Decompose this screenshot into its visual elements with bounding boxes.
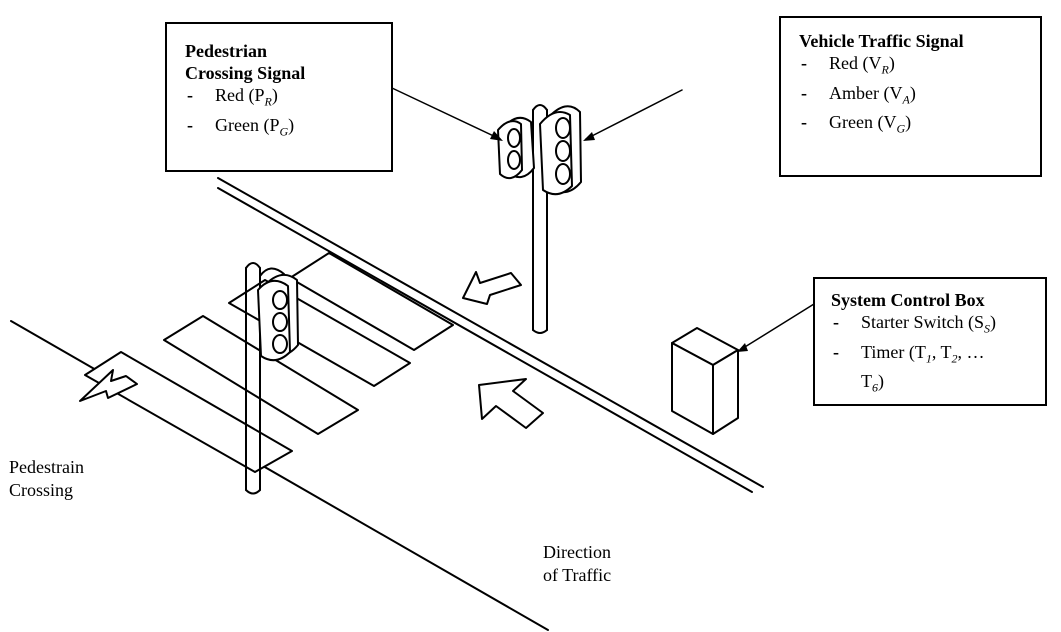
pedestrian-signal-title-line1: Pedestrian: [185, 41, 267, 61]
crosswalk-stripe-4: [84, 351, 293, 473]
direction-label-line1: Direction: [543, 542, 611, 562]
control-cabinet: [671, 327, 739, 435]
leader-arrowhead-vehicle: [583, 132, 595, 141]
traffic-direction-arrow: [478, 378, 544, 429]
direction-of-traffic-label: Direction of Traffic: [543, 541, 611, 587]
pedestrian-signal-box: Pedestrian Crossing Signal -Red (PR) -Gr…: [165, 22, 393, 172]
pedestrian-signal-title-line2: Crossing Signal: [185, 63, 306, 83]
bullet-dash: -: [833, 341, 839, 362]
far-vehicle-signal-head: [539, 105, 582, 196]
list-item-timer: -Timer (T1, T2, …: [831, 341, 1045, 371]
list-item-veh-amber: -Amber (VA): [799, 82, 1040, 112]
pedestrian-signal-list: -Red (PR) -Green (PG): [185, 84, 391, 143]
vehicle-signal-box: Vehicle Traffic Signal -Red (VR) -Amber …: [779, 16, 1042, 177]
road-arrow-far: [462, 271, 522, 305]
pedestrian-crossing-label-line1: Pedestrain: [9, 457, 84, 477]
list-item-timer-continued: T6): [861, 371, 884, 395]
control-box-list: -Starter Switch (SS) -Timer (T1, T2, … T…: [831, 311, 1045, 400]
list-item-starter-switch: -Starter Switch (SS): [831, 311, 1045, 341]
bullet-dash: -: [801, 53, 807, 73]
road-far-edge-inner: [217, 187, 753, 493]
pedestrian-crossing-label: Pedestrain Crossing: [9, 456, 84, 502]
vehicle-signal-title: Vehicle Traffic Signal: [799, 31, 964, 51]
leader-lines: [391, 87, 815, 351]
direction-label-line2: of Traffic: [543, 565, 612, 585]
list-item-ped-green: -Green (PG): [185, 114, 391, 144]
list-item-ped-red: -Red (PR): [185, 84, 391, 114]
bullet-dash: -: [187, 114, 193, 135]
control-box-title: System Control Box: [831, 290, 985, 310]
list-item-veh-red: -Red (VR): [799, 52, 1040, 82]
list-item-veh-green: -Green (VG): [799, 111, 1040, 141]
pedestrian-crossing-label-line2: Crossing: [9, 480, 74, 500]
leader-arrowhead-pedestrian: [490, 131, 503, 141]
crosswalk-stripe-1: [289, 252, 454, 351]
bullet-dash: -: [801, 112, 807, 133]
far-pedestrian-signal-head: [497, 116, 535, 180]
pedestrian-arrow: [79, 369, 138, 402]
bullet-dash: -: [833, 312, 839, 332]
leader-arrowhead-control: [737, 343, 748, 352]
system-control-box: System Control Box -Starter Switch (SS) …: [813, 277, 1047, 406]
vehicle-signal-list: -Red (VR) -Amber (VA) -Green (VG): [799, 52, 1040, 141]
near-vehicle-signal-head: [257, 273, 299, 362]
bullet-dash: -: [801, 82, 807, 103]
road-far-edge-outer: [217, 177, 764, 488]
bullet-dash: -: [187, 85, 193, 105]
